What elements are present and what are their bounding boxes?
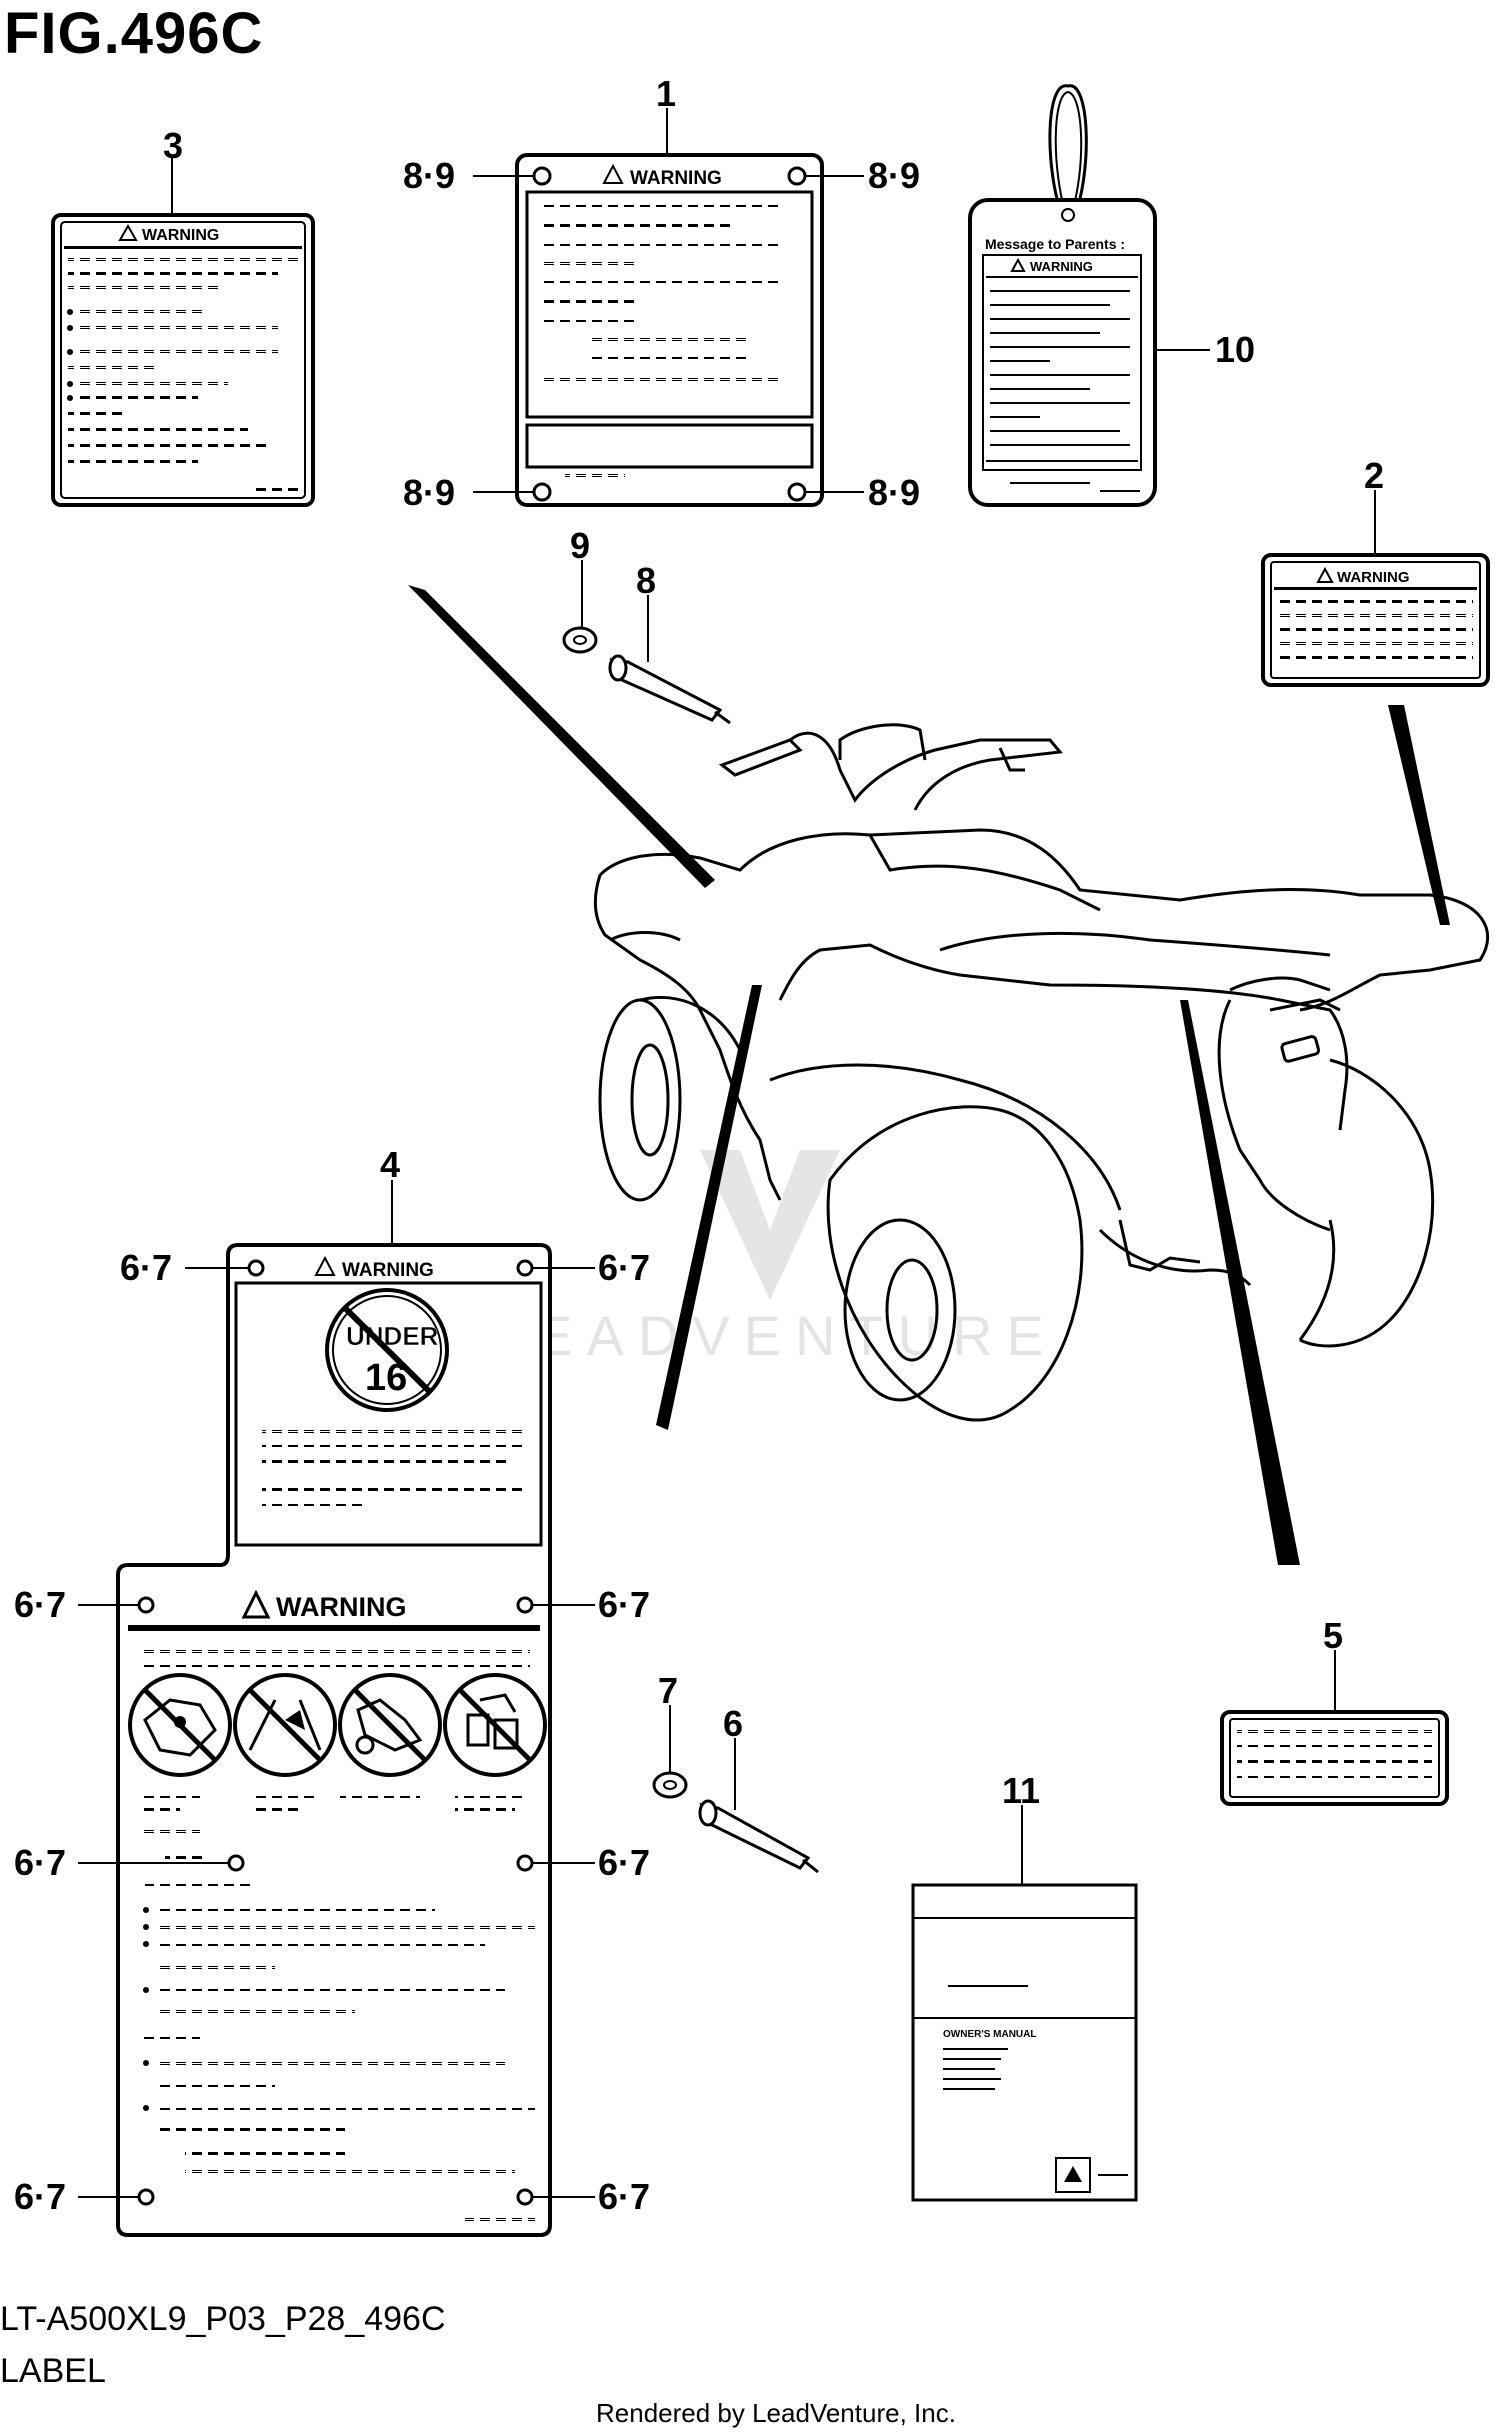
svg-text:UNDER: UNDER [346, 1321, 439, 1351]
callout-3: 3 [163, 125, 183, 166]
no-passenger-icon [128, 1673, 232, 1777]
under-16-icon: UNDER 16 [325, 1288, 449, 1412]
callout-5: 5 [1323, 1615, 1343, 1656]
label-4[interactable]: WARNING UNDER 16 WARNING [116, 1243, 552, 2237]
callout-1: 1 [656, 73, 676, 114]
callout-11: 11 [1002, 1770, 1040, 1811]
label-2[interactable]: WARNING [1261, 553, 1490, 687]
callout-2: 2 [1364, 455, 1384, 496]
label-1[interactable]: WARNING [515, 153, 824, 507]
callout-6: 6 [723, 1703, 743, 1744]
washer-9[interactable] [562, 626, 598, 654]
label-4-top-warning: WARNING [342, 1260, 434, 1281]
callout-67-d: 6·7 [598, 1584, 650, 1625]
label-5[interactable] [1220, 1710, 1449, 1806]
item-11-owners-manual[interactable]: OWNER'S MANUAL [911, 1883, 1138, 2202]
tag-message-to-parents: Message to Parents : [985, 236, 1125, 252]
rivet-6[interactable] [698, 1799, 819, 1874]
label-10-hang-tag[interactable]: Message to Parents : WARNING [968, 84, 1157, 507]
label-4-warning: WARNING [276, 1592, 407, 1622]
watermark-text: LEADVENTURE [490, 1304, 1058, 1367]
no-road-riding-icon [233, 1673, 337, 1777]
callout-4: 4 [380, 1144, 400, 1185]
callout-67-a: 6·7 [120, 1247, 172, 1288]
pointer-wedge [1180, 1000, 1300, 1565]
label-2-warning: WARNING [1337, 569, 1410, 586]
pointer-wedge [656, 985, 762, 1430]
label-3-warning: WARNING [142, 227, 219, 244]
atv-illustration [594, 723, 1490, 1422]
warning-triangle-icon [1316, 566, 1334, 583]
washer-7[interactable] [652, 1771, 688, 1799]
section-label: LABEL [0, 2352, 106, 2390]
label-3[interactable]: WARNING [51, 213, 315, 507]
warning-triangle-icon [118, 223, 138, 241]
rivet-8[interactable] [608, 654, 731, 725]
callout-10: 10 [1215, 329, 1255, 370]
callout-67-b: 6·7 [598, 1247, 650, 1288]
part-code: LT-A500XL9_P03_P28_496C [0, 2300, 446, 2338]
warning-triangle-icon [602, 163, 624, 184]
warning-triangle-icon [314, 1255, 336, 1276]
callout-89-tr: 8·9 [868, 155, 920, 196]
figure-title: FIG.496C [4, 1, 264, 66]
warning-triangle-icon [241, 1589, 271, 1619]
callout-7: 7 [658, 1670, 678, 1711]
suzuki-logo-icon [1064, 2166, 1082, 2182]
callout-89-bl: 8·9 [403, 472, 455, 513]
warning-triangle-icon [1010, 257, 1026, 272]
tag-warning: WARNING [1030, 259, 1093, 274]
label-1-warning: WARNING [630, 168, 722, 189]
rendered-by: Rendered by LeadVenture, Inc. [596, 2398, 956, 2428]
callout-8: 8 [636, 560, 656, 601]
pointer-wedge [408, 585, 715, 888]
callout-67-c: 6·7 [14, 1584, 66, 1625]
no-unsafe-riding-icon [338, 1673, 442, 1777]
manual-title: OWNER'S MANUAL [943, 2029, 1036, 2040]
pointer-wedge [1388, 705, 1450, 925]
no-alcohol-icon [443, 1673, 547, 1777]
callout-67-e: 6·7 [14, 1842, 66, 1883]
callout-67-f: 6·7 [598, 1842, 650, 1883]
callout-89-br: 8·9 [868, 472, 920, 513]
callout-89-tl: 8·9 [403, 155, 455, 196]
callout-67-h: 6·7 [598, 2176, 650, 2217]
callout-67-g: 6·7 [14, 2176, 66, 2217]
watermark: LEADVENTURE [490, 1150, 1058, 1367]
callout-9: 9 [570, 525, 590, 566]
